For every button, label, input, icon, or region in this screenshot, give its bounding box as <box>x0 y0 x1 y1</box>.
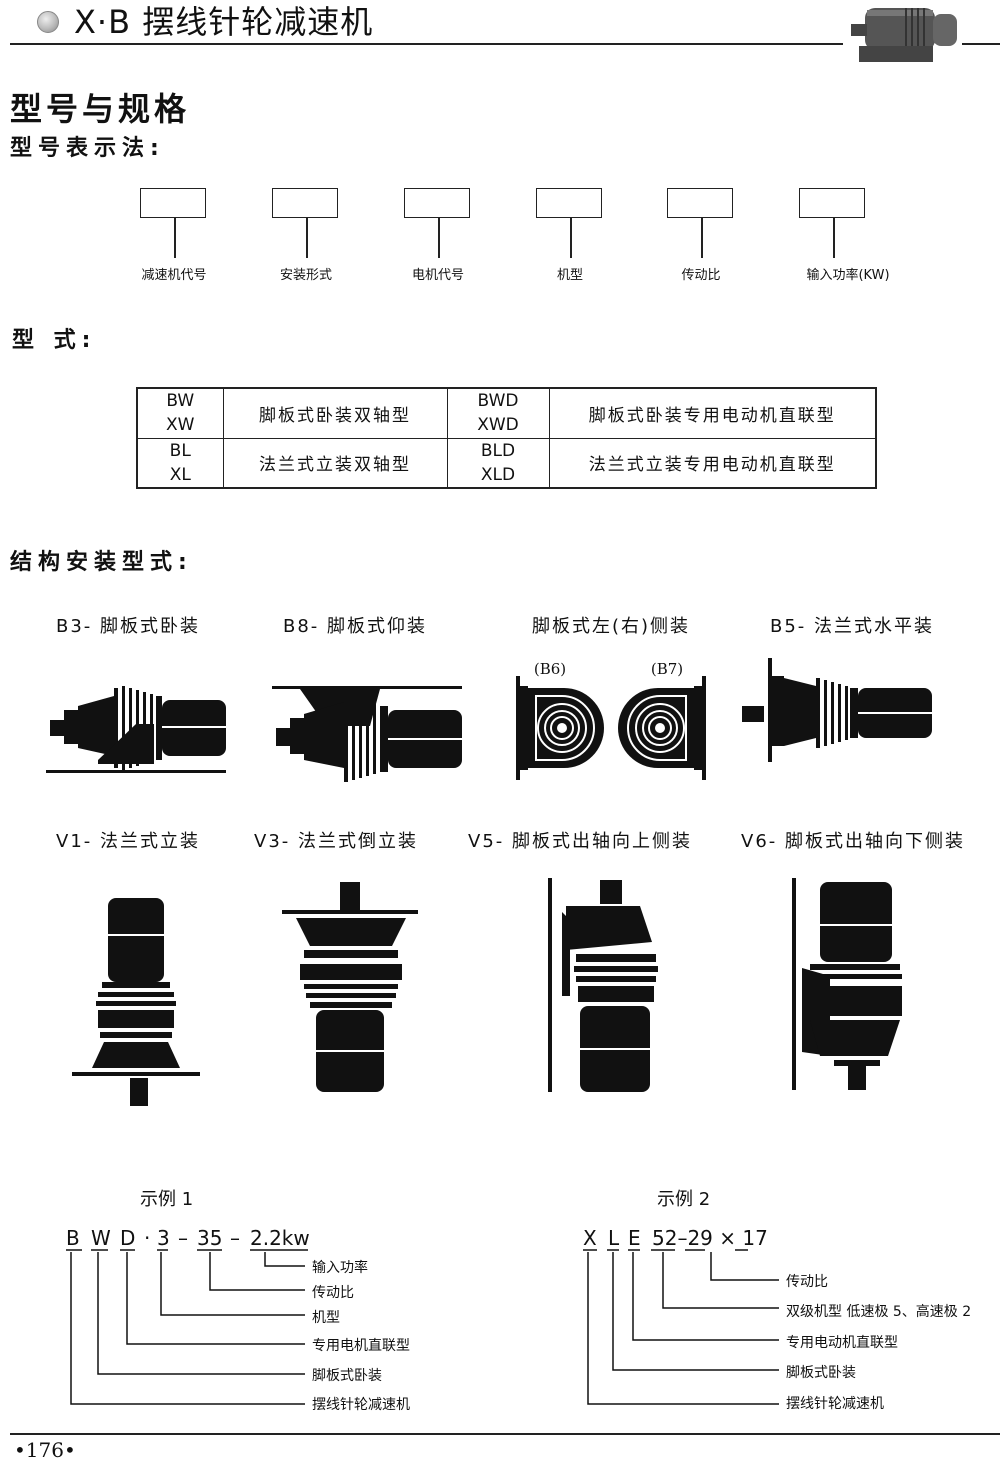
notation-box <box>404 188 470 218</box>
notation-title: 型号表示法: <box>10 136 165 161</box>
example2-code-char: 52–29 × 17 <box>652 1226 768 1250</box>
notation-box <box>667 188 733 218</box>
b6-label: (B6) <box>533 660 567 678</box>
b7-mount-icon <box>618 676 706 780</box>
example2-label: 双级机型 低速极 5、高速极 2 <box>786 1304 972 1320</box>
reducer-photo-icon <box>851 8 957 62</box>
b6-mount-icon <box>516 676 604 780</box>
notation-label: 输入功率(KW) <box>806 268 890 283</box>
example1-code-char: D <box>120 1226 136 1250</box>
mount-caption-v6: V6- 脚板式出轴向下侧装 <box>741 831 965 852</box>
notation-label: 电机代号 <box>411 268 465 283</box>
notation-box <box>272 188 338 218</box>
example1-code-char: W <box>91 1226 111 1250</box>
table-cell: 法兰式立装专用电动机直联型 <box>548 437 877 489</box>
v6-mount-icon <box>792 878 902 1090</box>
header-bullet-icon <box>37 11 59 33</box>
v3-mount-icon <box>282 882 418 1092</box>
notation-label: 传动比 <box>681 268 721 283</box>
example1-label: 输入功率 <box>312 1260 368 1276</box>
example1-label: 专用电机直联型 <box>312 1338 410 1354</box>
v5-mount-icon <box>548 878 658 1092</box>
mount-caption-b5: B5- 法兰式水平装 <box>769 616 935 637</box>
example2-label: 摆线针轮减速机 <box>786 1396 884 1412</box>
section-title: 型号与规格 <box>10 90 191 128</box>
example2-title: 示例 2 <box>657 1189 711 1210</box>
header-rule-right <box>962 43 1000 45</box>
example1-label: 传动比 <box>312 1285 354 1301</box>
header-rule <box>10 43 843 45</box>
notation-label: 机型 <box>556 268 584 283</box>
notation-connector <box>174 218 176 258</box>
b5-mount-icon <box>742 658 932 762</box>
example1-code-char: 3 <box>157 1226 170 1250</box>
mount-caption-side: 脚板式左(右)侧装 <box>531 616 691 637</box>
page-number: •176• <box>14 1438 76 1462</box>
mount-caption-v5: V5- 脚板式出轴向上侧装 <box>468 831 692 852</box>
example1-code-char: 35 <box>197 1226 223 1250</box>
example1-code-char: B <box>66 1226 80 1250</box>
example1-code-char: · <box>144 1226 151 1250</box>
table-cell: 脚板式卧装专用电动机直联型 <box>548 387 877 439</box>
type-title: 型 式: <box>12 328 97 353</box>
notation-box <box>140 188 206 218</box>
notation-label: 减速机代号 <box>141 268 207 283</box>
mount-caption-b3: B3- 脚板式卧装 <box>55 616 201 637</box>
notation-connector <box>833 218 835 258</box>
header-title: X·B 摆线针轮减速机 <box>74 3 374 41</box>
mount-title: 结构安装型式: <box>10 550 193 575</box>
mount-caption-v3: V3- 法兰式倒立装 <box>254 831 418 852</box>
b3-mount-icon <box>46 686 226 773</box>
notation-label: 安装形式 <box>279 268 333 283</box>
b8-mount-icon <box>272 686 462 782</box>
notation-connector <box>570 218 572 258</box>
example2-label: 传动比 <box>786 1274 828 1290</box>
example2-label: 专用电动机直联型 <box>786 1335 898 1351</box>
example1-label: 机型 <box>312 1310 340 1326</box>
example1-label: 脚板式卧装 <box>312 1368 382 1384</box>
notation-connector <box>438 218 440 258</box>
example1-label: 摆线针轮减速机 <box>312 1397 410 1413</box>
table-cell: 法兰式立装双轴型 <box>222 437 448 489</box>
notation-box <box>799 188 865 218</box>
mount-caption-b8: B8- 脚板式仰装 <box>282 616 428 637</box>
v1-mount-icon <box>72 898 200 1106</box>
example1-code-char: – <box>230 1226 240 1250</box>
notation-connector <box>701 218 703 258</box>
table-cell: 脚板式卧装双轴型 <box>222 387 448 439</box>
notation-box <box>536 188 602 218</box>
notation-connector <box>306 218 308 258</box>
b7-label: (B7) <box>650 660 684 678</box>
footer-rule <box>10 1433 1000 1435</box>
example2-code-char: E <box>628 1226 641 1250</box>
mount-caption-v1: V1- 法兰式立装 <box>56 831 200 852</box>
example1-code-char: 2.2kw <box>250 1226 310 1250</box>
example2-label: 脚板式卧装 <box>786 1365 856 1381</box>
example1-code-char: – <box>178 1226 188 1250</box>
example2-code-char: L <box>608 1226 620 1250</box>
example2-code-char: X <box>583 1226 597 1250</box>
example1-title: 示例 1 <box>140 1189 194 1210</box>
